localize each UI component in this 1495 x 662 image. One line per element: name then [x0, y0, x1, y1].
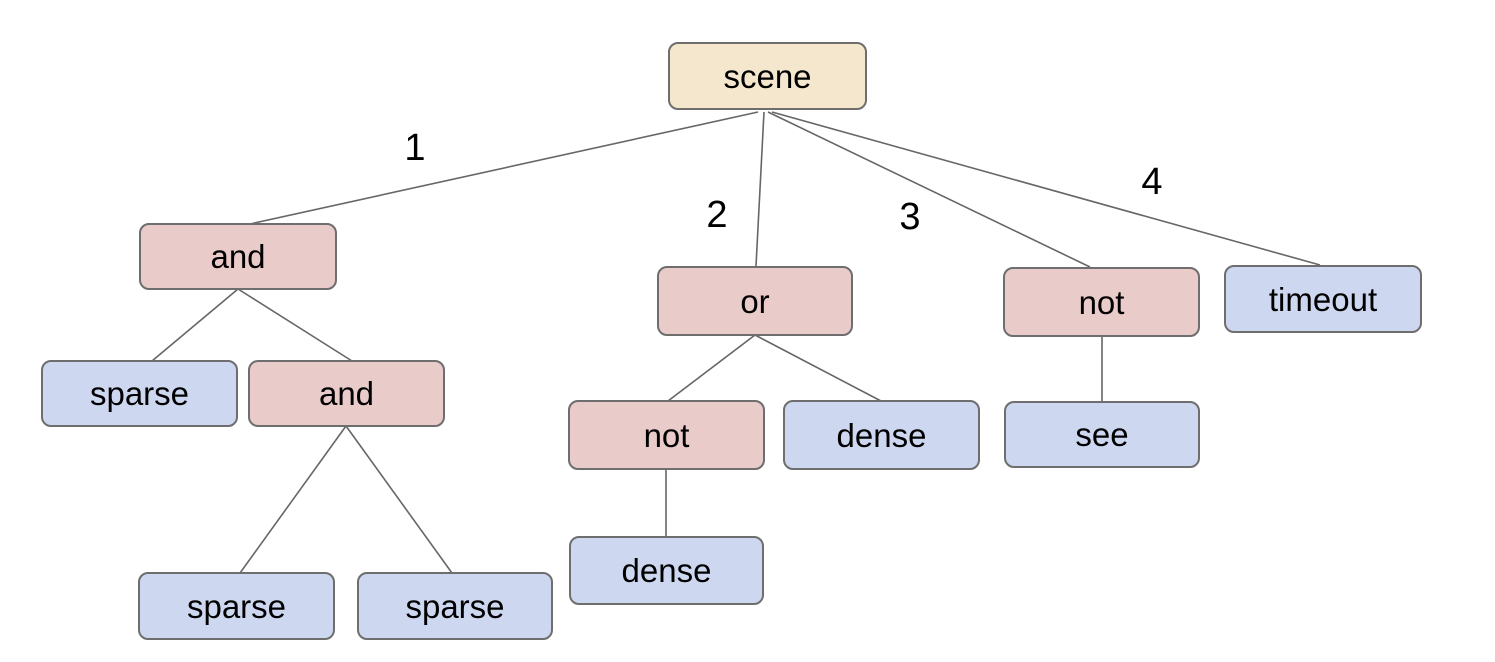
tree-edge-and-2-to-sparse-2 — [239, 425, 347, 574]
tree-node-not-1: not — [1003, 267, 1200, 337]
edge-label-3: 3 — [899, 196, 921, 238]
edge-label-1: 1 — [404, 127, 426, 169]
tree-node-timeout-1: timeout — [1224, 265, 1422, 333]
tree-node-sparse-2: sparse — [138, 572, 335, 640]
tree-node-not-2: not — [568, 400, 765, 470]
tree-edge-and-2-to-sparse-3 — [345, 425, 453, 574]
tree-node-dense-2: dense — [569, 536, 764, 605]
tree-edge-and-1-to-sparse-1 — [151, 288, 239, 362]
tree-edge-scene-to-not-1 — [767, 111, 1091, 268]
tree-edge-scene-to-and-1 — [249, 111, 759, 225]
tree-node-sparse-1: sparse — [41, 360, 238, 427]
tree-edge-scene-to-or-1 — [755, 111, 765, 267]
tree-edge-or-1-to-not-2 — [667, 334, 756, 402]
edge-label-2: 2 — [706, 194, 728, 236]
tree-node-dense-1: dense — [783, 400, 980, 470]
tree-edge-scene-to-timeout-1 — [771, 111, 1321, 266]
tree-edge-and-1-to-and-2 — [237, 288, 353, 362]
tree-node-and-2: and — [248, 360, 445, 427]
tree-edge-or-1-to-dense-1 — [754, 334, 882, 402]
tree-node-or-1: or — [657, 266, 853, 336]
tree-node-and-1: and — [139, 223, 337, 290]
tree-node-scene: scene — [668, 42, 867, 110]
tree-node-see-1: see — [1004, 401, 1200, 468]
edge-label-4: 4 — [1141, 161, 1163, 203]
tree-node-sparse-3: sparse — [357, 572, 553, 640]
